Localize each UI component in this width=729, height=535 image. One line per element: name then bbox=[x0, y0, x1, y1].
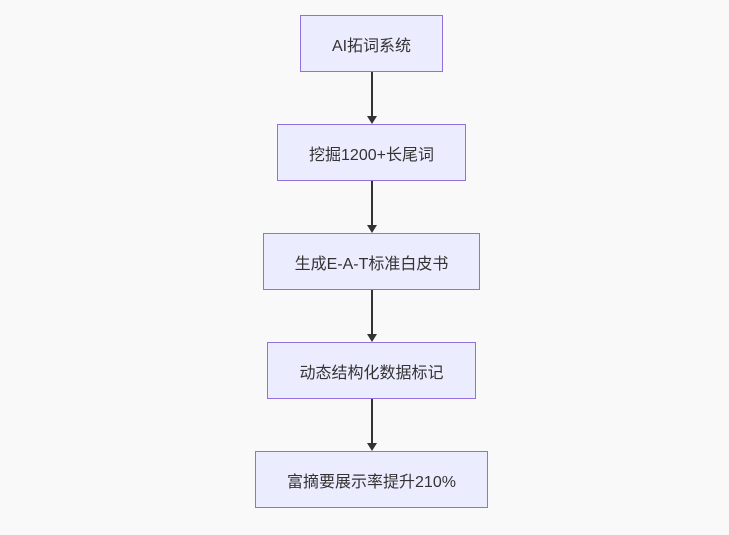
flow-node-rich-snippet-rate: 富摘要展示率提升210% bbox=[255, 451, 488, 508]
flow-node-structured-data-markup: 动态结构化数据标记 bbox=[267, 342, 476, 399]
arrowhead-down-icon bbox=[366, 225, 377, 233]
flow-node-eat-whitepaper: 生成E-A-T标准白皮书 bbox=[262, 233, 481, 290]
flow-node-ai-word-system: AI拓词系统 bbox=[299, 15, 444, 72]
arrowhead-down-icon bbox=[366, 443, 377, 451]
flow-arrow-2 bbox=[366, 181, 377, 233]
arrow-line bbox=[370, 72, 373, 118]
flowchart-canvas: AI拓词系统 挖掘1200+长尾词 生成E-A-T标准白皮书 动态结构化数据标记… bbox=[7, 15, 729, 508]
flow-node-label: 挖掘1200+长尾词 bbox=[309, 146, 434, 164]
flow-node-label: 动态结构化数据标记 bbox=[299, 364, 444, 382]
arrowhead-down-icon bbox=[366, 116, 377, 124]
flow-arrow-3 bbox=[366, 290, 377, 342]
arrow-line bbox=[370, 181, 373, 227]
arrowhead-down-icon bbox=[366, 334, 377, 342]
flow-arrow-4 bbox=[366, 399, 377, 451]
arrow-line bbox=[370, 290, 373, 336]
flow-node-label: AI拓词系统 bbox=[331, 37, 412, 55]
arrow-line bbox=[370, 399, 373, 445]
flow-node-longtail-mining: 挖掘1200+长尾词 bbox=[277, 124, 466, 181]
flow-node-label: 富摘要展示率提升210% bbox=[287, 473, 456, 491]
flow-node-label: 生成E-A-T标准白皮书 bbox=[294, 255, 449, 273]
flow-arrow-1 bbox=[366, 72, 377, 124]
